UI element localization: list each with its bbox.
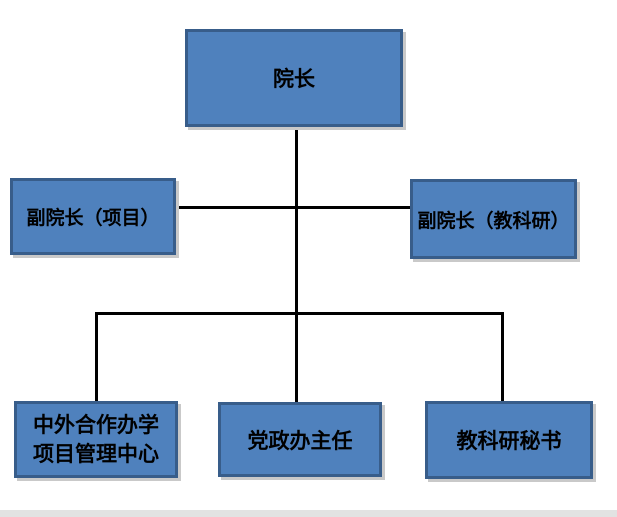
node-research-secretary[interactable]: 教科研秘书: [425, 401, 593, 479]
node-party-office-director-label: 党政办主任: [247, 428, 353, 453]
page-edge-strip: [0, 510, 617, 517]
node-project-management-center-label-line2: 项目管理中心: [33, 441, 159, 466]
connector-dean-trunk: [295, 127, 298, 402]
connector-bottom-horizontal: [95, 312, 504, 315]
node-vice-dean-project[interactable]: 副院长（项目）: [10, 178, 176, 255]
node-project-management-center-label-line1: 中外合作办学: [33, 412, 159, 437]
node-party-office-director[interactable]: 党政办主任: [218, 402, 382, 477]
node-vice-dean-project-label: 副院长（项目）: [26, 208, 160, 229]
connector-drop-secretary: [501, 312, 504, 401]
node-vice-dean-research-label: 副院长（教科研）: [417, 210, 570, 232]
connector-drop-center: [95, 312, 98, 401]
node-vice-dean-research[interactable]: 副院长（教科研）: [410, 179, 577, 259]
node-dean[interactable]: 院长: [185, 29, 403, 127]
node-research-secretary-label: 教科研秘书: [456, 429, 562, 453]
node-dean-label: 院长: [273, 67, 315, 91]
connector-vice-horizontal: [176, 206, 410, 209]
node-project-management-center[interactable]: 中外合作办学 项目管理中心: [14, 401, 178, 478]
